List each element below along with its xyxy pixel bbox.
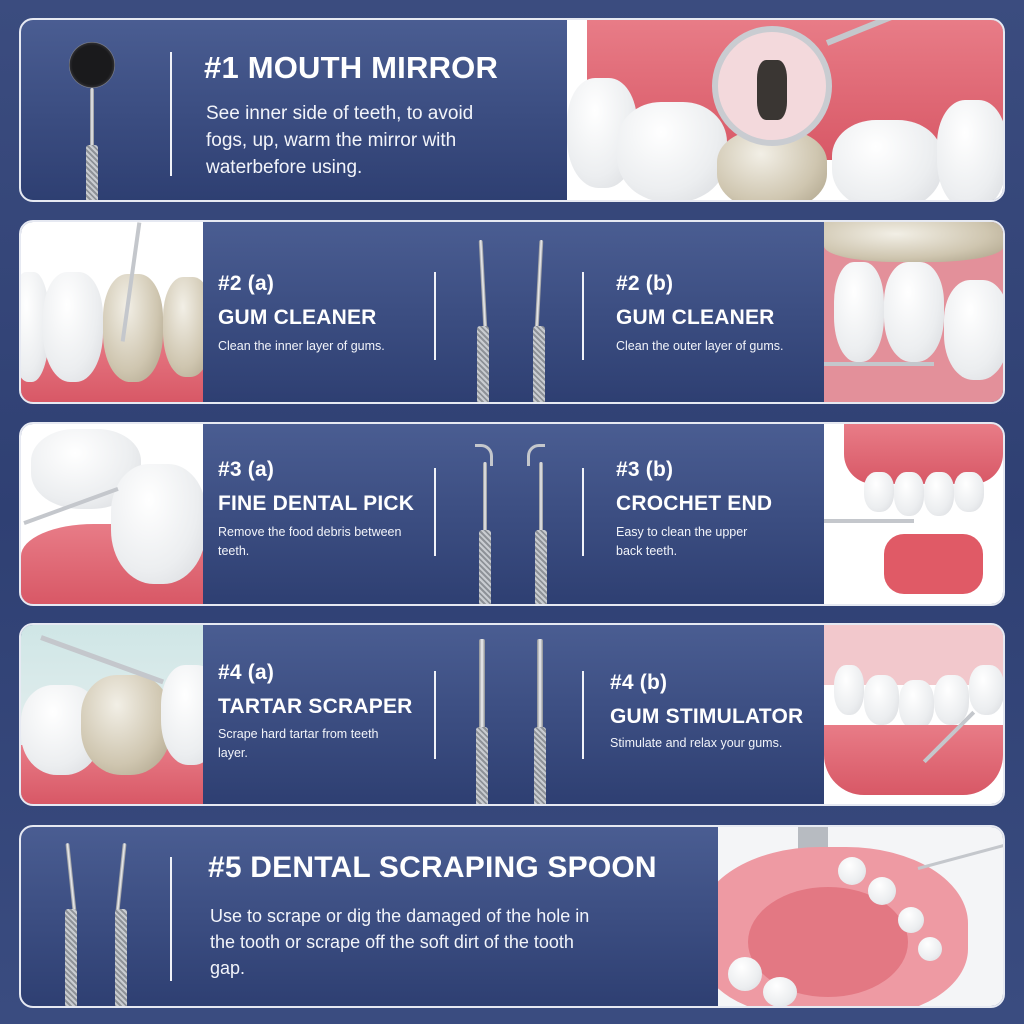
- dental-pick-icon: [461, 444, 571, 604]
- mouth-mirror-icon: [67, 40, 117, 200]
- section-title: #5 DENTAL SCRAPING SPOON: [208, 851, 657, 884]
- section-description-2b: Clean the outer layer of gums.: [616, 339, 784, 353]
- divider: [582, 272, 584, 360]
- section-title: #1 MOUTH MIRROR: [204, 50, 499, 85]
- section-description: See inner side of teeth, to avoid fogs, …: [206, 103, 474, 178]
- section-description-3b: Easy to clean the upper back teeth.: [616, 525, 748, 558]
- inner-gum-cleaning-illustration: [21, 222, 203, 402]
- divider: [170, 857, 172, 981]
- section-title-4b: GUM STIMULATOR: [610, 705, 804, 728]
- dental-pick-between-molars-illustration: [21, 424, 203, 604]
- scraping-spoon-lower-jaw-model-illustration: [718, 827, 1003, 1006]
- section-title-3a: FINE DENTAL PICK: [218, 492, 415, 515]
- section-description-4b: Stimulate and relax your gums.: [610, 736, 783, 750]
- tartar-scraper-icon: [461, 639, 571, 804]
- tartar-scraper-card: #4 (a) TARTAR SCRAPER Scrape hard tartar…: [19, 623, 1005, 806]
- section-title-2b: GUM CLEANER: [616, 306, 775, 329]
- divider: [582, 468, 584, 556]
- section-description: Use to scrape or dig the damaged of the …: [210, 906, 590, 978]
- mouth-mirror-over-decayed-tooth-illustration: [567, 20, 1003, 200]
- section-title-4a: TARTAR SCRAPER: [218, 695, 413, 718]
- tartar-scraping-illustration: [21, 625, 203, 804]
- crochet-end-upper-teeth-illustration: [824, 424, 1003, 604]
- divider: [434, 468, 436, 556]
- divider: [582, 671, 584, 759]
- section-number-4a: #4 (a): [218, 661, 275, 684]
- section-number-3b: #3 (b): [616, 458, 674, 481]
- divider: [434, 671, 436, 759]
- gum-cleaner-card: #2 (a) GUM CLEANER Clean the inner layer…: [19, 220, 1005, 404]
- section-number-2a: #2 (a): [218, 272, 275, 295]
- section-description-3a: Remove the food debris between teeth.: [218, 525, 402, 558]
- section-description-4a: Scrape hard tartar from teeth layer.: [218, 727, 379, 760]
- gum-cleaner-icon: [461, 236, 571, 402]
- section-number-3a: #3 (a): [218, 458, 275, 481]
- section-title-2a: GUM CLEANER: [218, 306, 377, 329]
- section-description-2a: Clean the inner layer of gums.: [218, 339, 385, 353]
- scraping-spoon-icon: [57, 842, 137, 1006]
- section-number-2b: #2 (b): [616, 272, 674, 295]
- divider: [434, 272, 436, 360]
- section-number-4b: #4 (b): [610, 671, 668, 694]
- section-title-3b: CROCHET END: [616, 492, 773, 515]
- mouth-mirror-card: #1 MOUTH MIRROR See inner side of teeth,…: [19, 18, 1005, 202]
- dental-pick-card: #3 (a) FINE DENTAL PICK Remove the food …: [19, 422, 1005, 606]
- scraping-spoon-card: #5 DENTAL SCRAPING SPOON Use to scrape o…: [19, 825, 1005, 1008]
- gum-stimulating-illustration: [824, 625, 1003, 804]
- outer-gum-cleaning-illustration: [824, 222, 1003, 402]
- divider: [170, 52, 172, 176]
